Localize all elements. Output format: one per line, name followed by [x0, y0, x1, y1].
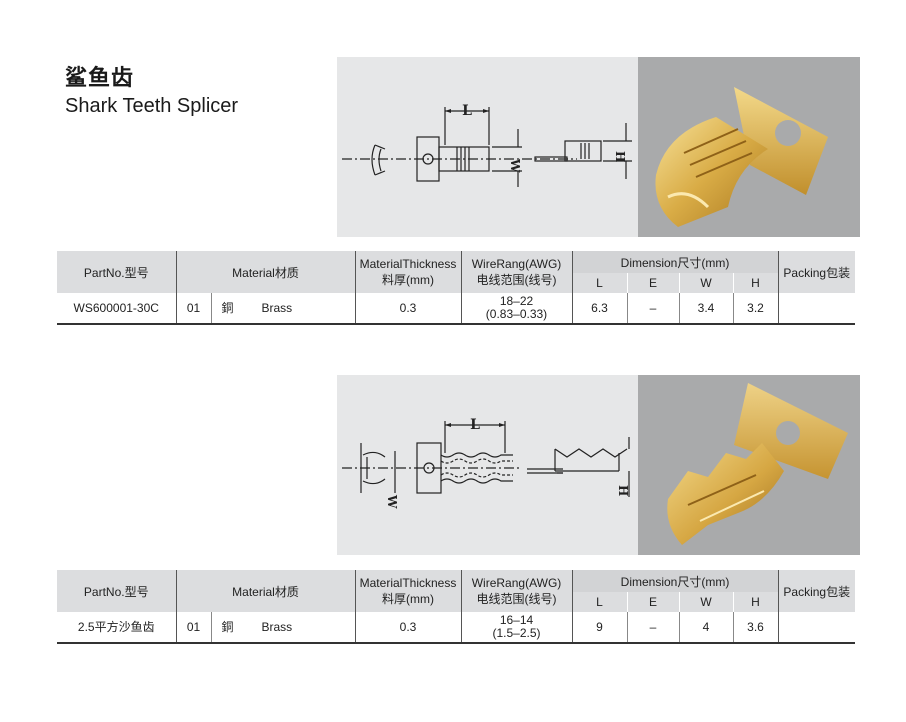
wire-range-value: 18–22 (0.83–0.33) — [460, 293, 572, 325]
header-packing: Packing包装 — [778, 251, 855, 293]
header-wire-line2: 电线范围(线号) — [476, 272, 557, 287]
page-title-chinese: 鲨鱼齿 — [65, 66, 135, 91]
dimension-w: 3.4 — [678, 293, 733, 325]
header-dim-h: H — [732, 273, 779, 293]
dimension-label-W: W — [508, 158, 522, 173]
table-row: 2.5平方沙鱼齿 01 銅 Brass 0.3 16–14 (1.5–2.5) 9… — [57, 612, 855, 644]
thickness-value: 0.3 — [354, 293, 461, 325]
wire-awg: 18–22 — [499, 294, 534, 308]
header-thickness-line2: 料厚(mm) — [382, 272, 434, 287]
packing-value — [777, 293, 855, 325]
material-en: Brass — [261, 300, 293, 315]
material-code: 01 — [176, 293, 211, 325]
header-dim-e: E — [626, 273, 679, 293]
header-wire-range: WireRang(AWG) 电线范围(线号) — [461, 570, 573, 612]
dimension-h: 3.2 — [732, 293, 778, 325]
dimension-label-H-2: H — [616, 485, 630, 496]
header-thickness: MaterialThickness 料厚(mm) — [355, 251, 462, 293]
material-en: Brass — [261, 619, 293, 634]
part-number: WS600001-30C — [57, 293, 177, 325]
dimension-l: 9 — [571, 612, 627, 644]
header-dimension: Dimension尺寸(mm) — [572, 570, 779, 592]
dimension-label-H: H — [613, 151, 627, 162]
product-photo-1 — [638, 57, 860, 237]
header-wire-line2: 电线范围(线号) — [476, 591, 557, 606]
wire-range-value: 16–14 (1.5–2.5) — [460, 612, 572, 644]
packing-value — [777, 612, 855, 644]
header-dim-w: W — [678, 273, 733, 293]
dimension-e: – — [626, 612, 679, 644]
material-cn: 銅 — [221, 300, 234, 315]
wire-mm: (1.5–2.5) — [492, 626, 541, 640]
header-dim-l: L — [572, 273, 627, 293]
header-material: Material材质 — [176, 251, 356, 293]
technical-drawing-2: L W H — [337, 375, 638, 555]
header-dimension: Dimension尺寸(mm) — [572, 251, 779, 273]
material-code: 01 — [176, 612, 211, 644]
header-packing: Packing包装 — [778, 570, 855, 612]
page-title-english: Shark Teeth Splicer — [65, 95, 239, 117]
header-material: Material材质 — [176, 570, 356, 612]
dimension-w: 4 — [678, 612, 733, 644]
material-cn: 銅 — [221, 619, 234, 634]
dimension-e: – — [626, 293, 679, 325]
header-dim-e: E — [626, 592, 679, 612]
part-number: 2.5平方沙鱼齿 — [57, 612, 177, 644]
product-photo-2 — [638, 375, 860, 555]
header-part-no: PartNo.型号 — [57, 251, 177, 293]
dimension-label-L-2: L — [470, 417, 480, 433]
header-wire-line1: WireRang(AWG) — [471, 256, 562, 271]
technical-drawing-1: L W H — [337, 57, 638, 237]
header-dim-w: W — [678, 592, 733, 612]
header-thickness-line1: MaterialThickness — [359, 575, 457, 590]
dimension-label-L: L — [462, 103, 472, 119]
header-dim-l: L — [572, 592, 627, 612]
header-thickness-line2: 料厚(mm) — [382, 591, 434, 606]
header-part-no: PartNo.型号 — [57, 570, 177, 612]
header-dim-h: H — [732, 592, 779, 612]
spec-table-2: PartNo.型号 Material材质 MaterialThickness 料… — [57, 570, 855, 644]
wire-mm: (0.83–0.33) — [485, 307, 548, 321]
header-thickness-line1: MaterialThickness — [359, 256, 457, 271]
header-wire-range: WireRang(AWG) 电线范围(线号) — [461, 251, 573, 293]
dimension-h: 3.6 — [732, 612, 778, 644]
material-name: 銅 Brass — [210, 293, 355, 325]
dimension-label-W-2: W — [385, 494, 399, 509]
wire-awg: 16–14 — [499, 613, 534, 627]
material-name: 銅 Brass — [210, 612, 355, 644]
header-wire-line1: WireRang(AWG) — [471, 575, 562, 590]
thickness-value: 0.3 — [354, 612, 461, 644]
header-thickness: MaterialThickness 料厚(mm) — [355, 570, 462, 612]
table-row: WS600001-30C 01 銅 Brass 0.3 18–22 (0.83–0… — [57, 293, 855, 325]
spec-table-1: PartNo.型号 Material材质 MaterialThickness 料… — [57, 251, 855, 325]
dimension-l: 6.3 — [571, 293, 627, 325]
